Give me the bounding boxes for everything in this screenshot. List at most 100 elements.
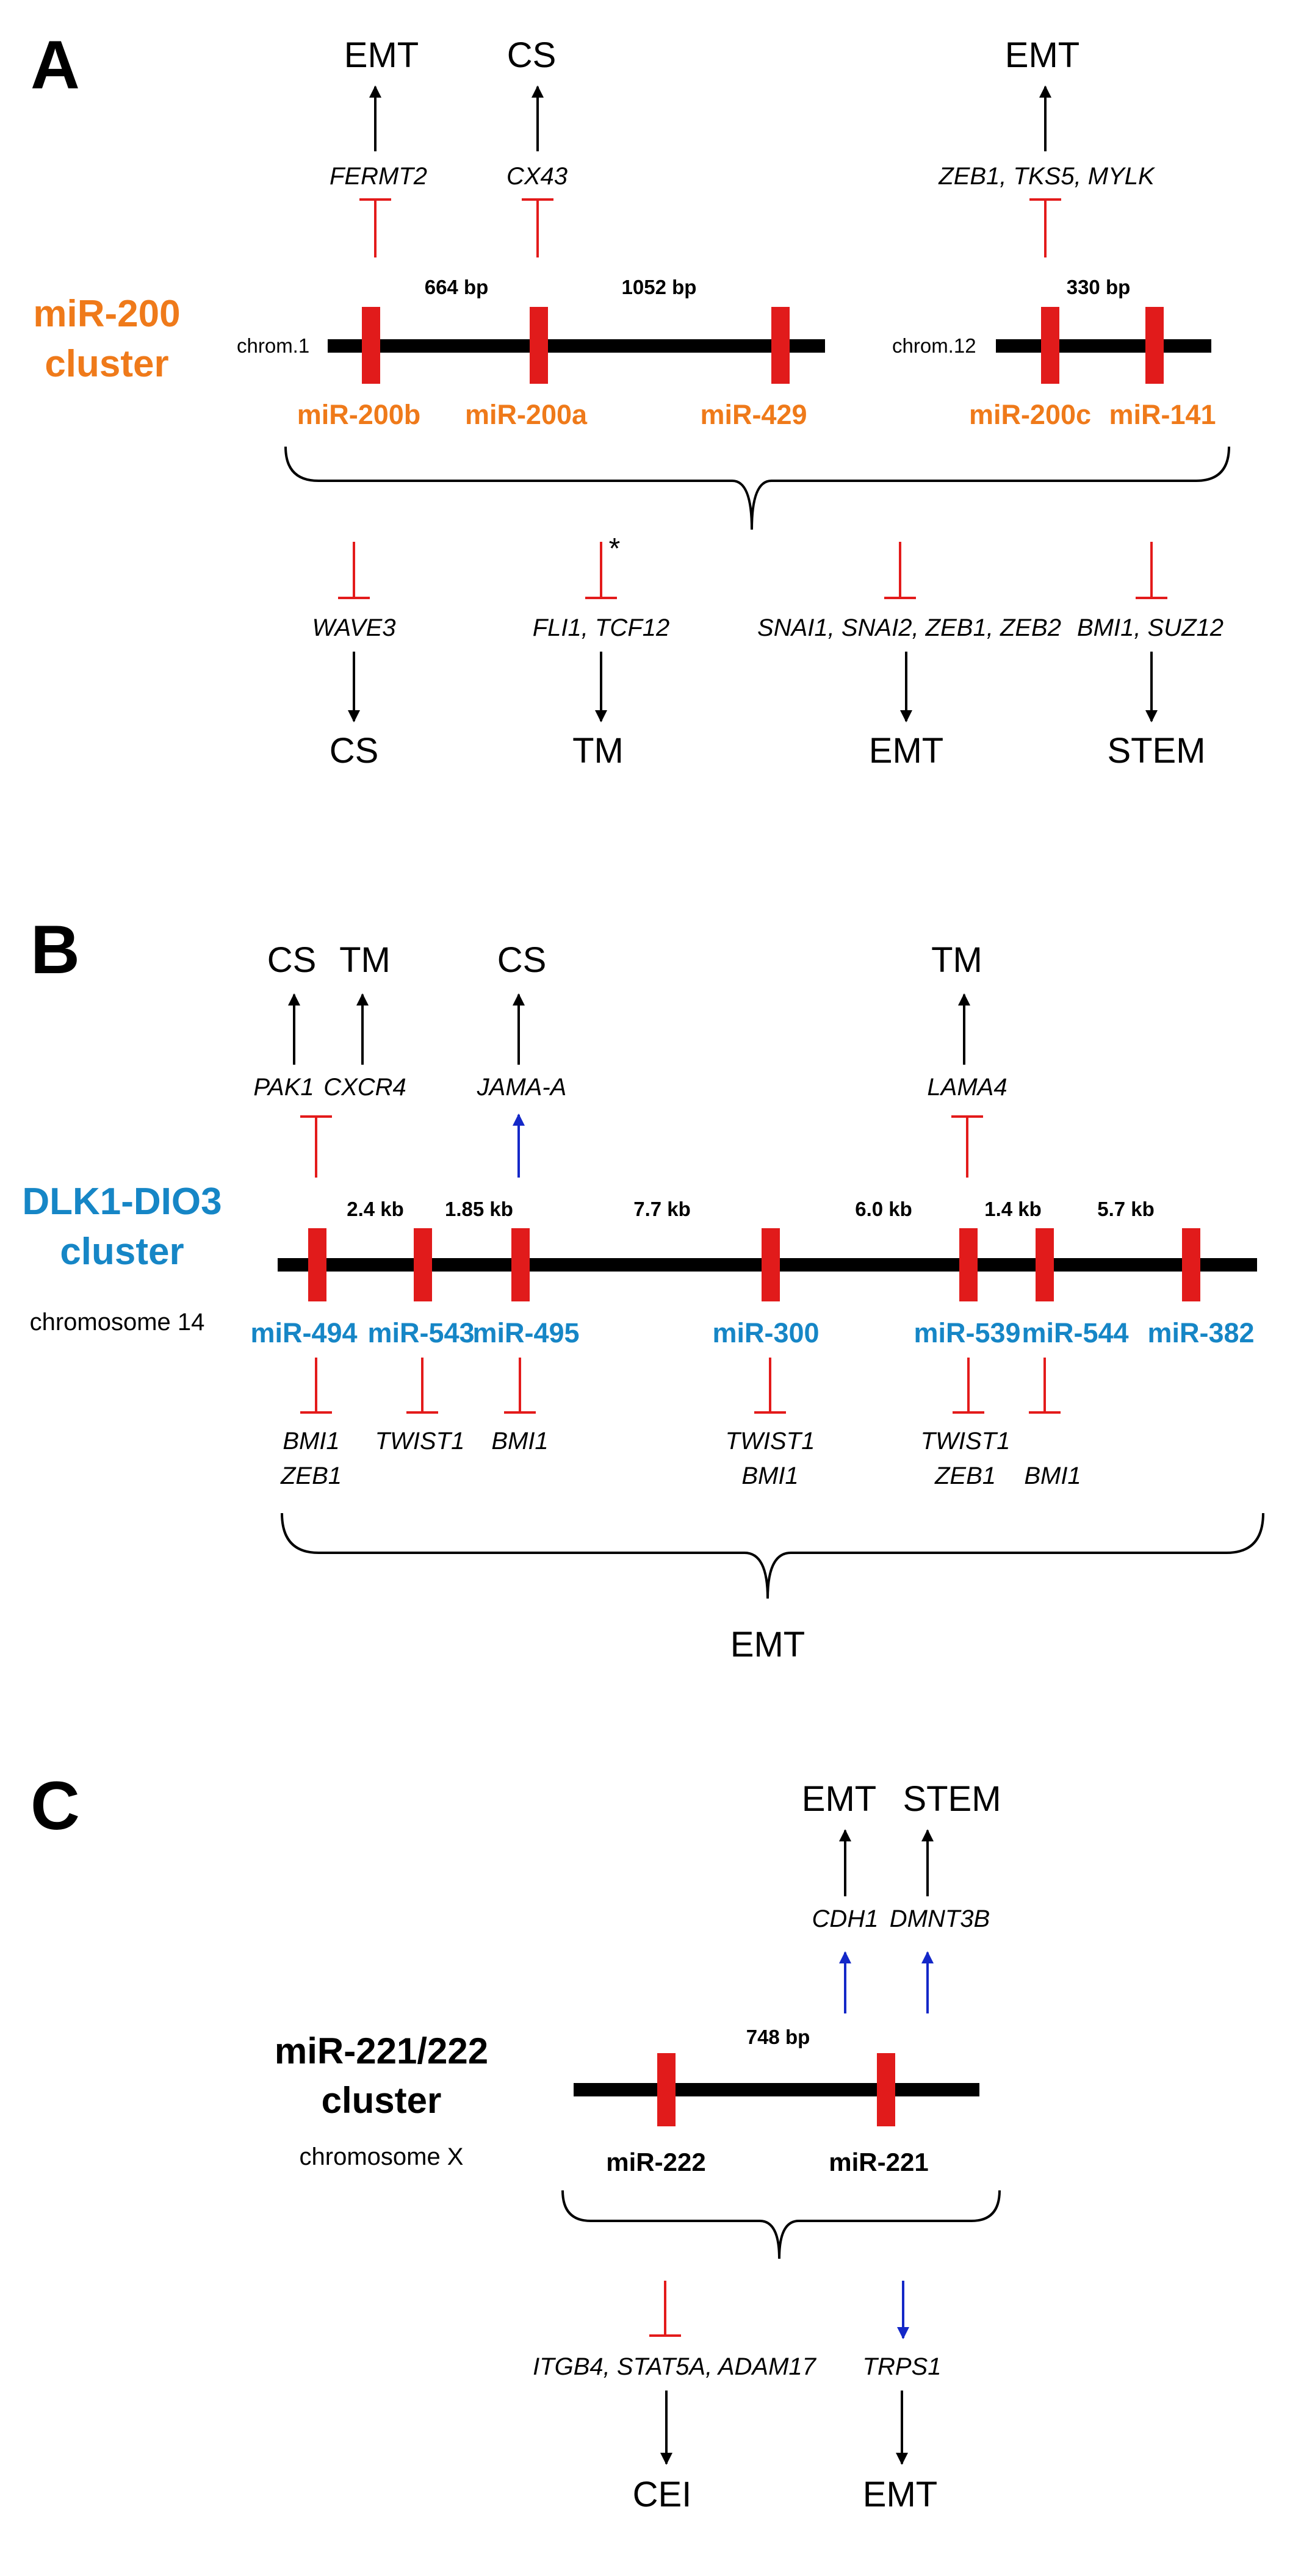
panel-b-bottom-inhibition-mir-495 (504, 1358, 536, 1414)
panel-b-bottom-inhibition-mir-539 (953, 1358, 984, 1414)
panel-a-chrom-1-label: chrom.1 (237, 334, 309, 357)
panel-a-cluster-brace (284, 446, 1230, 530)
panel-b-distance-2-4: 2.4 kb (347, 1198, 404, 1220)
panel-a-gene-zeb1-tks5-mylk: ZEB1, TKS5, MYLK (938, 163, 1156, 190)
panel-c-outcome-emt-bottom: EMT (863, 2475, 937, 2514)
panel-b-gene-bmi1-a: BMI1 (283, 1428, 339, 1455)
panel-a-top-inhibition-zeb1-tks5-mylk (1029, 198, 1061, 257)
panel-b-outcome-cs-mid: CS (497, 940, 547, 980)
panel-b-locus-mir-544 (1036, 1228, 1054, 1301)
panel-a-bottom-inhibition-snai-zeb (884, 542, 916, 599)
panel-b-outcome-cs-left: CS (267, 940, 317, 980)
panel-a-outcome-cs-bottom: CS (330, 731, 379, 771)
panel-c-outcome-cei: CEI (633, 2475, 692, 2514)
panel-b-gene-bmi1-b: BMI1 (491, 1428, 548, 1455)
panel-a-gene-cx43: CX43 (506, 163, 568, 190)
panel-b-gene-zeb1-b: ZEB1 (934, 1462, 996, 1489)
panel-b-cluster-brace (281, 1513, 1264, 1599)
panel-c-gene-itgb4-stat5a-adam17: ITGB4, STAT5A, ADAM17 (533, 2353, 817, 2380)
panel-b-distance-1-85: 1.85 kb (445, 1198, 513, 1220)
panel-b-outcome-emt: EMT (730, 1625, 805, 1664)
panel-b-gene-cxcr4: CXCR4 (323, 1074, 406, 1101)
panel-c-distance-748: 748 bp (746, 2026, 810, 2048)
panel-a-cluster-label: cluster (45, 343, 168, 385)
panel-a-gene-wave3: WAVE3 (312, 614, 395, 641)
panel-c-locus-mir-221 (877, 2053, 895, 2126)
panel-b-gene-zeb1-a: ZEB1 (280, 1462, 342, 1489)
panel-b-cluster-name: DLK1-DIO3 (22, 1181, 222, 1223)
panel-a-locus-mir-141 (1145, 307, 1164, 384)
panel-a-locus-mir-200a (530, 307, 548, 384)
panel-a-top-inhibition-cx43 (522, 198, 553, 257)
panel-b-outcome-tm-left: TM (339, 940, 391, 980)
panel-a-outcome-tm: TM (572, 731, 624, 771)
panel-c-mir-222-label: miR-222 (606, 2148, 705, 2176)
panel-b-locus-mir-543 (414, 1228, 432, 1301)
panel-c-cluster-label: cluster (322, 2080, 442, 2121)
panel-b-distance-1-4: 1.4 kb (984, 1198, 1042, 1220)
panel-a-distance-1052: 1052 bp (622, 276, 697, 298)
panel-a-outcome-emt-bottom: EMT (869, 731, 943, 771)
panel-b-top-inhibition-lama4 (951, 1115, 983, 1178)
panel-c: C miR-221/222 cluster chromosome X 748 b… (31, 1768, 1001, 2514)
panel-a-mir-200b-label: miR-200b (297, 399, 421, 430)
panel-b-bottom-inhibition-mir-543 (406, 1358, 438, 1414)
panel-b-mir-544-label: miR-544 (1022, 1317, 1128, 1348)
panel-a-outcome-stem: STEM (1107, 731, 1205, 771)
panel-b-letter: B (31, 912, 80, 988)
panel-c-chromosome-label: chromosome X (300, 2143, 464, 2170)
panel-a-gene-fermt2: FERMT2 (330, 163, 427, 190)
panel-a-bottom-inhibition-fli1-tcf12 (585, 542, 617, 599)
panel-c-bottom-inhibition-itgb4 (649, 2281, 681, 2337)
panel-b-bottom-inhibition-mir-300 (754, 1358, 786, 1414)
panel-a-locus-mir-429 (771, 307, 790, 384)
panel-a-bottom-inhibition-wave3 (338, 542, 370, 599)
panel-a-distance-664: 664 bp (425, 276, 489, 298)
panel-b-gene-twist1-b: TWIST1 (726, 1428, 815, 1455)
panel-a-top-inhibition-fermt2 (359, 198, 391, 257)
panel-a-letter: A (31, 27, 80, 103)
panel-b-mir-539-label: miR-539 (914, 1317, 1020, 1348)
panel-b-mir-494-label: miR-494 (250, 1317, 357, 1348)
panel-c-cluster-name: miR-221/222 (275, 2031, 488, 2071)
panel-a-outcome-emt-left: EMT (344, 35, 419, 75)
panel-b-locus-mir-539 (959, 1228, 978, 1301)
panel-a-gene-fli1-tcf12: FLI1, TCF12 (533, 614, 670, 641)
panel-c-locus-mir-222 (657, 2053, 676, 2126)
panel-b-locus-mir-495 (511, 1228, 530, 1301)
panel-a-cluster-name: miR-200 (33, 293, 180, 335)
panel-a-mir-429-label: miR-429 (700, 399, 807, 430)
panel-c-letter: C (31, 1768, 80, 1844)
panel-b-bottom-inhibition-mir-494 (300, 1358, 332, 1414)
panel-c-outcome-emt-top: EMT (802, 1779, 876, 1819)
panel-b-gene-bmi1-c: BMI1 (741, 1462, 798, 1489)
panel-a-outcome-cs-top: CS (507, 35, 557, 75)
panel-a-outcome-emt-right: EMT (1005, 35, 1079, 75)
panel-a-chrom-12-label: chrom.12 (892, 334, 976, 357)
panel-a: A miR-200 cluster chrom.1 chrom.12 664 b… (31, 27, 1230, 771)
panel-c-gene-dmnt3b: DMNT3B (890, 1905, 990, 1932)
panel-a-asterisk: * (609, 533, 621, 565)
panel-a-mir-200c-label: miR-200c (969, 399, 1091, 430)
panel-a-locus-mir-200b (362, 307, 380, 384)
panel-a-mir-200a-label: miR-200a (465, 399, 588, 430)
panel-b-bottom-inhibition-mir-544 (1029, 1358, 1061, 1414)
panel-b: B DLK1-DIO3 cluster chromosome 14 2.4 kb… (22, 912, 1264, 1664)
panel-c-gene-trps1: TRPS1 (863, 2353, 942, 2380)
panel-b-gene-twist1-c: TWIST1 (921, 1428, 1011, 1455)
panel-b-gene-twist1-a: TWIST1 (375, 1428, 465, 1455)
panel-a-gene-bmi1-suz12: BMI1, SUZ12 (1077, 614, 1224, 641)
panel-b-gene-bmi1-d: BMI1 (1024, 1462, 1081, 1489)
panel-a-mir-141-label: miR-141 (1109, 399, 1216, 430)
panel-b-gene-lama4: LAMA4 (927, 1074, 1007, 1101)
panel-b-gene-jama-a: JAMA-A (477, 1074, 567, 1101)
panel-b-locus-mir-300 (762, 1228, 780, 1301)
panel-b-outcome-tm-right: TM (931, 940, 982, 980)
panel-b-distance-7-7: 7.7 kb (633, 1198, 691, 1220)
panel-a-locus-mir-200c (1041, 307, 1059, 384)
panel-b-mir-495-label: miR-495 (472, 1317, 579, 1348)
panel-c-gene-cdh1: CDH1 (812, 1905, 879, 1932)
panel-b-top-inhibition-pak1 (300, 1115, 332, 1178)
panel-b-locus-mir-382 (1182, 1228, 1200, 1301)
